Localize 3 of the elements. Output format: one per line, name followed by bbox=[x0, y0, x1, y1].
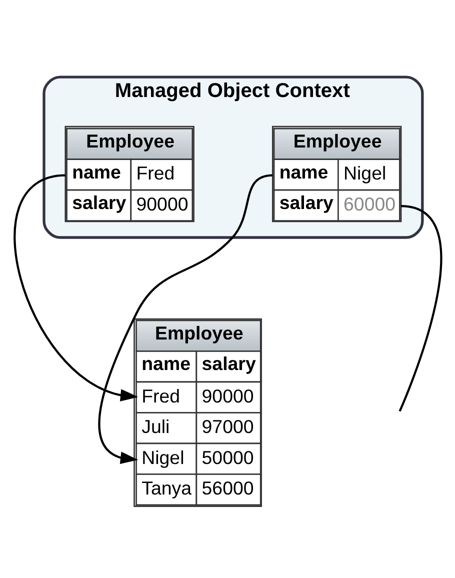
connector bbox=[398, 205, 442, 412]
arrow bbox=[13, 174, 138, 402]
arrow bbox=[98, 174, 272, 464]
